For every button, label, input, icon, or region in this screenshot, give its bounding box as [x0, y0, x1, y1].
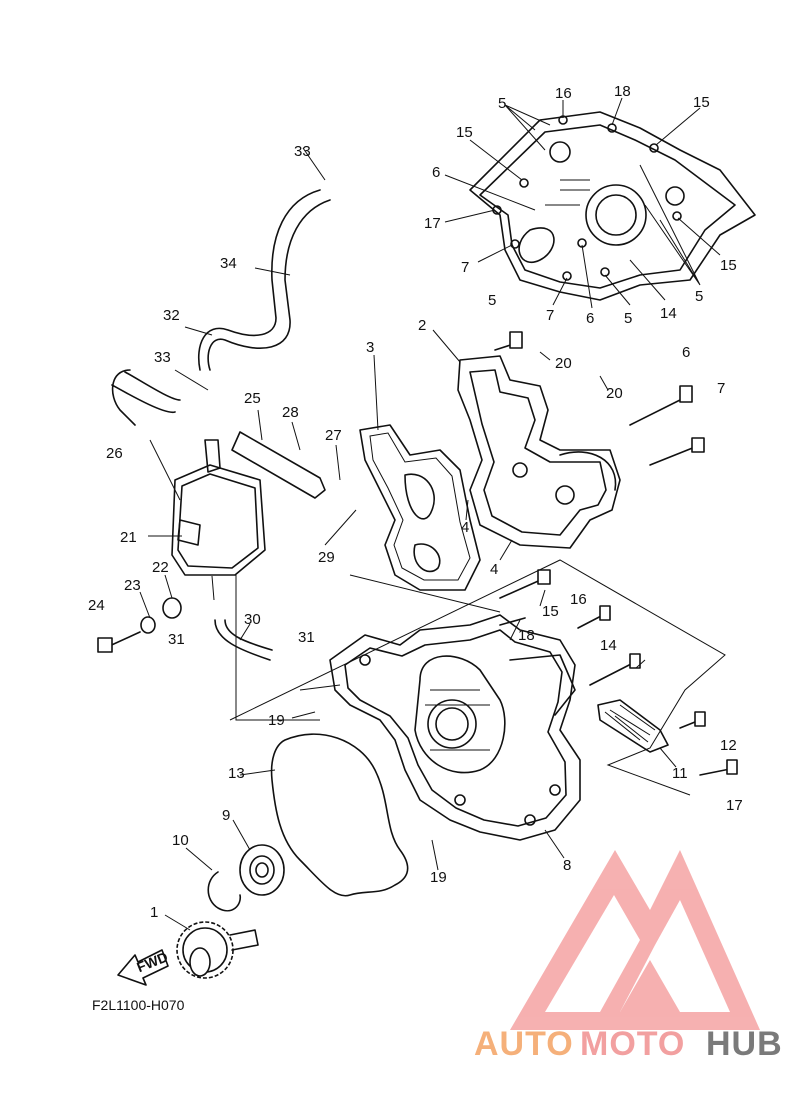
callout-14: 14 — [600, 637, 617, 654]
callout-5: 5 — [695, 288, 703, 305]
callout-17: 17 — [424, 215, 441, 232]
bearing — [239, 844, 285, 896]
drawing-code: F2L1100-H070 — [92, 997, 185, 1013]
callout-17: 17 — [726, 797, 743, 814]
crankcase-cover-inner — [469, 111, 756, 301]
gasket — [359, 424, 481, 591]
callout-15: 15 — [693, 94, 710, 111]
callout-18: 18 — [518, 627, 535, 644]
callout-16: 16 — [555, 85, 572, 102]
oil-filter-housing — [171, 439, 266, 576]
callout-5: 5 — [624, 310, 632, 327]
callout-6: 6 — [586, 310, 594, 327]
strainer-plate — [597, 699, 669, 753]
callout-20: 20 — [606, 385, 623, 402]
callout-9: 9 — [222, 807, 230, 824]
callout-2: 2 — [418, 317, 426, 334]
callout-16: 16 — [570, 591, 587, 608]
o-ring — [270, 733, 409, 897]
callout-7: 7 — [717, 380, 725, 397]
callout-22: 22 — [152, 559, 169, 576]
callout-31: 31 — [168, 631, 185, 648]
callout-4: 4 — [490, 561, 498, 578]
callout-10: 10 — [172, 832, 189, 849]
watermark-text-auto: AUTO — [474, 1025, 574, 1063]
callout-28: 28 — [282, 404, 299, 421]
callout-30: 30 — [244, 611, 261, 628]
automotohub-logo — [510, 850, 760, 1030]
callout-12: 12 — [720, 737, 737, 754]
bolts — [97, 331, 738, 776]
callout-24: 24 — [88, 597, 105, 614]
callout-11: 11 — [672, 765, 688, 782]
callout-3: 3 — [366, 339, 374, 356]
callout-5: 5 — [488, 292, 496, 309]
circlip — [207, 871, 242, 912]
callout-23: 23 — [124, 577, 141, 594]
callout-19: 19 — [268, 712, 285, 729]
callout-18: 18 — [614, 83, 631, 100]
callout-26: 26 — [106, 445, 123, 462]
callout-13: 13 — [228, 765, 245, 782]
watermark-text-moto: MOTO — [580, 1025, 685, 1063]
hose-left — [111, 369, 181, 426]
callout-8: 8 — [563, 857, 571, 874]
pipe-25 — [231, 431, 326, 499]
forward-arrow-icon: FWD — [117, 948, 170, 986]
callout-labels: 5 16 18 15 15 6 17 7 7 6 5 14 15 5 5 2 3… — [88, 83, 743, 921]
callout-7: 7 — [546, 307, 554, 324]
leader-lines — [139, 97, 726, 931]
callout-6: 6 — [432, 164, 440, 181]
callout-32: 32 — [163, 307, 180, 324]
callout-20: 20 — [555, 355, 572, 372]
hose-upper — [198, 189, 331, 371]
callout-15: 15 — [456, 124, 473, 141]
hose-30 — [214, 619, 273, 661]
callout-33: 33 — [294, 143, 311, 160]
callout-15: 15 — [542, 603, 559, 620]
callout-1: 1 — [150, 904, 158, 921]
callout-4: 4 — [461, 519, 469, 536]
watermark-text-hub: HUB — [706, 1025, 783, 1063]
crankcase-cover-main — [329, 614, 581, 841]
callout-15: 15 — [720, 257, 737, 274]
callout-31: 31 — [298, 629, 315, 646]
callout-34: 34 — [220, 255, 237, 272]
callout-7: 7 — [461, 259, 469, 276]
callout-29: 29 — [318, 549, 335, 566]
callout-19: 19 — [430, 869, 447, 886]
callout-33: 33 — [154, 349, 171, 366]
callout-27: 27 — [325, 427, 342, 444]
oil-pump-housing — [457, 355, 621, 549]
oil-pump-gear — [176, 921, 259, 979]
callout-6: 6 — [682, 344, 690, 361]
callout-5: 5 — [498, 95, 506, 112]
callout-25: 25 — [244, 390, 261, 407]
callout-21: 21 — [120, 529, 137, 546]
callout-14: 14 — [660, 305, 677, 322]
